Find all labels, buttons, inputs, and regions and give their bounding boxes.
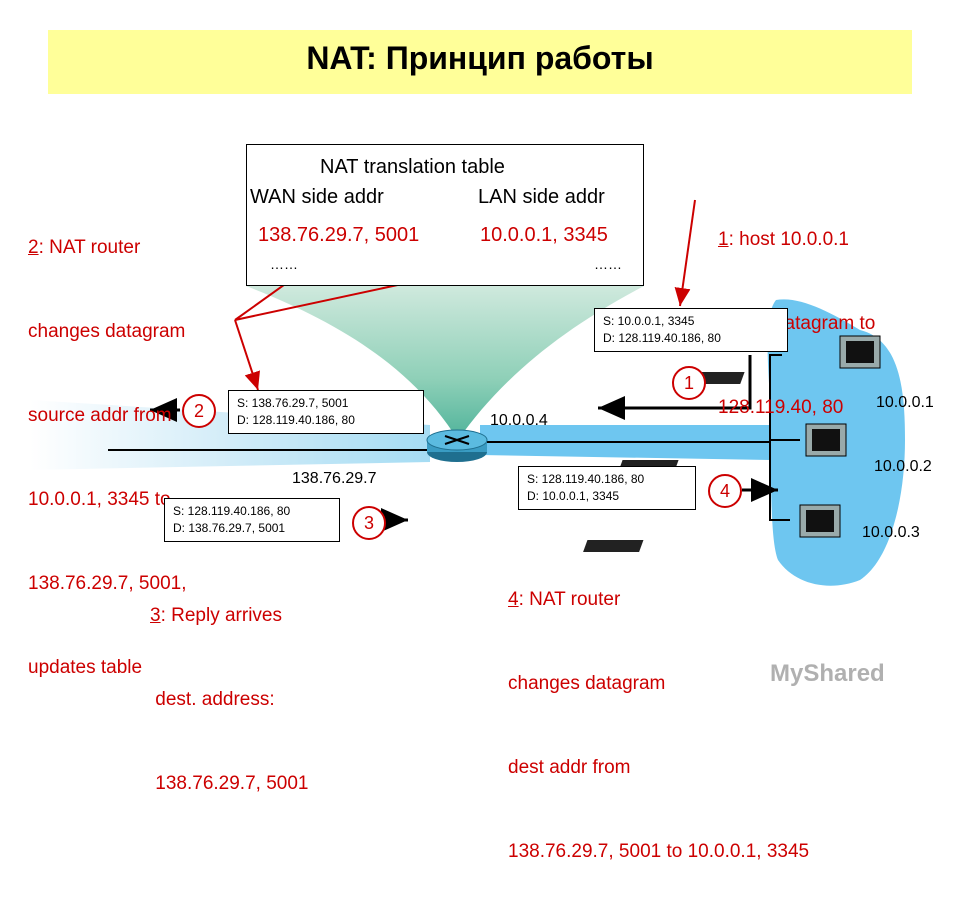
lan-more: …… — [594, 256, 622, 272]
datagram-source: S: 138.76.29.7, 5001 — [237, 396, 349, 410]
datagram-destination: D: 128.119.40.186, 80 — [237, 413, 355, 427]
table-to-router-cone — [246, 286, 644, 440]
router-lan-address: 10.0.0.4 — [490, 412, 548, 429]
slide-title: NAT: Принцип работы — [306, 40, 654, 76]
datagram-2: S: 138.76.29.7, 5001 D: 128.119.40.186, … — [228, 390, 424, 434]
datagram-destination: D: 138.76.29.7, 5001 — [173, 521, 286, 535]
arrow-icon — [598, 355, 752, 420]
annotation-line: source addr from — [28, 405, 172, 426]
datagram-3: S: 128.119.40.186, 80 D: 138.76.29.7, 50… — [164, 498, 340, 542]
annotation-line: 10.0.0.1, 3345 to — [28, 489, 171, 510]
annotation-line: updates table — [28, 657, 143, 678]
annotation-line: : host 10.0.0.1 — [728, 229, 849, 250]
datagram-source: S: 128.119.40.186, 80 — [527, 472, 645, 486]
annotation-line: : Reply arrives — [160, 605, 282, 626]
datagram-source: S: 10.0.0.1, 3345 — [603, 314, 695, 328]
step-badge-3: 3 — [352, 506, 386, 540]
network-diagram-graphics — [30, 186, 905, 586]
datagram-4: S: 128.119.40.186, 80 D: 10.0.0.1, 3345 — [518, 466, 696, 510]
host-2-address: 10.0.0.2 — [874, 458, 932, 475]
annotation-line: 138.76.29.7, 5001 to 10.0.0.1, 3345 — [508, 841, 810, 862]
datagram-source: S: 128.119.40.186, 80 — [173, 504, 291, 518]
table-caption: NAT translation table — [320, 156, 505, 178]
lan-entry: 10.0.0.1, 3345 — [480, 224, 608, 246]
annotation-line: dest. address: — [150, 689, 275, 710]
datagram-1: S: 10.0.0.1, 3345 D: 128.119.40.186, 80 — [594, 308, 788, 352]
annotation-pointer — [674, 199, 696, 307]
title-band — [48, 30, 912, 94]
datagram-destination: D: 128.119.40.186, 80 — [603, 331, 721, 345]
router-wan-address: 138.76.29.7 — [292, 470, 377, 487]
annotation-pointer — [234, 319, 260, 391]
annotation-line: : NAT router — [38, 237, 141, 258]
computer-icon — [583, 504, 841, 552]
wan-header: WAN side addr — [250, 186, 384, 208]
step-badge-1: 1 — [672, 366, 706, 400]
router-icon — [426, 429, 488, 462]
annotation-line: changes datagram — [28, 321, 186, 342]
wan-entry: 138.76.29.7, 5001 — [258, 224, 420, 246]
host-3-address: 10.0.0.3 — [862, 524, 920, 541]
annotation-step-4: 4: NAT router changes datagram dest addr… — [508, 530, 809, 922]
annotation-step-2: 2: NAT router changes datagram source ad… — [28, 178, 186, 738]
annotation-number: 2 — [28, 237, 39, 258]
lan-header: LAN side addr — [478, 186, 605, 208]
annotation-line: : NAT router — [518, 589, 621, 610]
annotation-number: 4 — [508, 589, 519, 610]
annotation-line: dest addr from — [508, 757, 631, 778]
annotation-number: 1 — [718, 229, 729, 250]
watermark-logo: MyShared — [770, 660, 885, 687]
annotation-number: 3 — [150, 605, 161, 626]
annotation-line: 138.76.29.7, 5001 — [150, 773, 309, 794]
step-badge-2: 2 — [182, 394, 216, 428]
lan-bus — [769, 354, 790, 521]
annotation-line: 138.76.29.7, 5001, — [28, 573, 187, 594]
wan-more: …… — [270, 256, 298, 272]
annotation-step-3: 3: Reply arrives dest. address: 138.76.2… — [150, 546, 308, 854]
step-badge-4: 4 — [708, 474, 742, 508]
nat-translation-table — [246, 144, 644, 286]
wan-band — [30, 400, 430, 470]
annotation-line: 128.119.40, 80 — [718, 397, 844, 418]
host-1-address: 10.0.0.1 — [876, 394, 934, 411]
datagram-destination: D: 10.0.0.1, 3345 — [527, 489, 620, 503]
annotation-line: changes datagram — [508, 673, 666, 694]
